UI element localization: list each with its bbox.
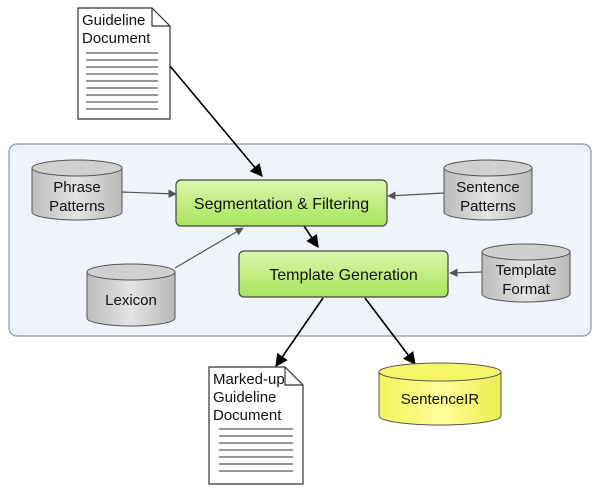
template-format-label-1: Template <box>496 262 557 279</box>
template-format-label-2: Format <box>502 281 550 298</box>
marked-up-document-label-3: Document <box>213 407 282 424</box>
phrase-patterns-node: Phrase Patterns <box>31 159 123 221</box>
edge-guideline-to-segmentation <box>169 65 263 177</box>
lexicon-node: Lexicon <box>86 263 176 327</box>
phrase-patterns-label-1: Phrase <box>53 179 101 196</box>
edge-segmentation-to-template <box>303 225 319 249</box>
edge-sentence-to-segmentation <box>387 191 445 200</box>
segmentation-filtering-node: Segmentation & Filtering <box>175 179 388 227</box>
guideline-document-node: Guideline Document <box>77 7 171 120</box>
edge-template-to-markedup <box>275 297 324 368</box>
segmentation-filtering-label: Segmentation & Filtering <box>194 196 369 213</box>
lexicon-label: Lexicon <box>105 292 157 309</box>
edge-format-to-template <box>449 268 483 277</box>
edge-phrase-to-segmentation <box>121 189 177 198</box>
guideline-document-label-1: Guideline <box>82 12 145 29</box>
sentence-patterns-label-2: Patterns <box>460 198 516 215</box>
edge-template-to-sentenceir <box>364 297 416 366</box>
sentence-patterns-label-1: Sentence <box>456 179 519 196</box>
sentence-ir-node: SentenceIR <box>378 362 502 426</box>
template-generation-node: Template Generation <box>238 250 449 298</box>
template-generation-label: Template Generation <box>269 267 418 284</box>
sentence-ir-label: SentenceIR <box>401 391 480 408</box>
marked-up-document-label-1: Marked-up <box>213 371 285 388</box>
template-format-node: Template Format <box>481 243 571 303</box>
marked-up-document-node: Marked-up Guideline Document <box>208 366 304 485</box>
sentence-patterns-node: Sentence Patterns <box>443 159 533 221</box>
edges <box>121 65 483 368</box>
guideline-document-label-2: Document <box>82 30 151 47</box>
edge-lexicon-to-segmentation <box>174 227 244 269</box>
phrase-patterns-label-2: Patterns <box>49 198 105 215</box>
marked-up-document-label-2: Guideline <box>213 389 276 406</box>
document-lines-icon <box>219 428 293 472</box>
document-lines-icon <box>86 52 158 110</box>
